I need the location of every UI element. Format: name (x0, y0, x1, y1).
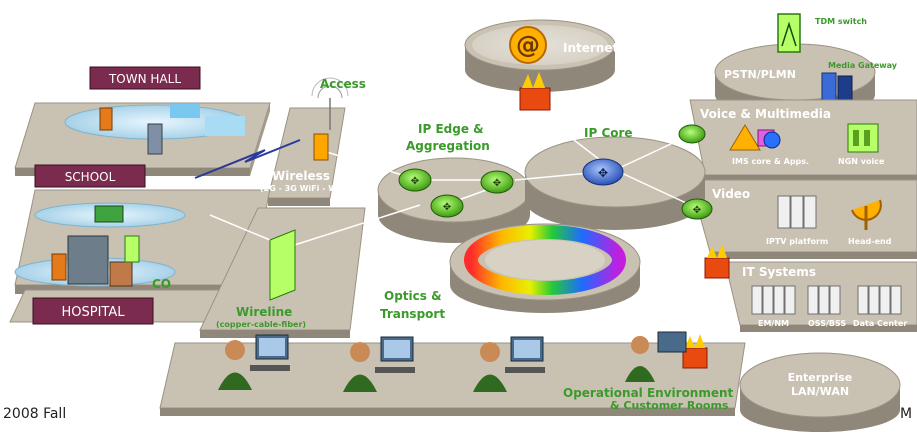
enterprise-label-1: Enterprise (788, 371, 853, 384)
wireline-sub-label: (copper-cable-fiber) (216, 320, 306, 329)
wireline-device-icon (269, 229, 296, 301)
hospital-tag: HOSPITAL (32, 297, 154, 325)
svg-text:✥: ✥ (443, 202, 451, 213)
server-icon (777, 195, 817, 229)
enterprise-label-2: LAN/WAN (791, 385, 849, 398)
ip-core-label: IP Core (584, 126, 633, 140)
data-center-label: Data Center (853, 319, 907, 328)
router-icon: ✥ (430, 194, 464, 218)
iptv-label: IPTV platform (766, 237, 828, 246)
optics-ring (449, 223, 641, 313)
router-icon: ✥ (398, 168, 432, 192)
ngn-voice-icon (847, 123, 879, 153)
head-end-label: Head-end (848, 237, 892, 246)
svg-text:✥: ✥ (693, 205, 701, 216)
data-center-server-icon (857, 285, 902, 315)
em-nm-label: EM/NM (758, 319, 789, 328)
workstation-icon (343, 336, 415, 392)
internet-label: Internet (563, 41, 618, 55)
wireless-sub-label: (2G - 3G WiFi - WiMax) (260, 184, 362, 193)
workstation-icon (473, 336, 545, 392)
office-equipment-icon (51, 104, 245, 287)
core-router-icon: ✥ (582, 158, 624, 186)
svg-text:@: @ (516, 31, 540, 59)
router-icon: ✥ (681, 198, 713, 220)
ngn-voice-label: NGN voice (838, 157, 885, 166)
pstn-label: PSTN/PLMN (724, 68, 796, 81)
school-label: SCHOOL (65, 170, 116, 184)
oss-bss-label: OSS/BSS (808, 319, 846, 328)
firewall-icon (519, 72, 551, 111)
ops-env-label-1: Operational Environment (563, 386, 734, 400)
access-label: Access (320, 77, 366, 91)
town-hall-label: TOWN HALL (108, 72, 181, 86)
video-label: Video (712, 187, 750, 201)
ip-core-cylinder (524, 136, 706, 230)
ims-label: IMS core & Apps. (732, 157, 809, 166)
footer-right: M (900, 406, 912, 422)
it-systems-label: IT Systems (742, 265, 816, 279)
co-label: CO (152, 277, 171, 291)
router-icon (678, 124, 706, 144)
optics-label-2: Transport (380, 307, 445, 321)
wireless-label: Wireless (272, 169, 330, 183)
radio-tower-icon (311, 77, 349, 161)
wireline-label: Wireline (236, 305, 292, 319)
svg-text:✥: ✥ (493, 178, 501, 189)
school-tag: SCHOOL (34, 164, 146, 188)
svg-text:✥: ✥ (411, 176, 419, 187)
tdm-switch-icon (777, 13, 801, 53)
ip-edge-label-2: Aggregation (406, 139, 490, 153)
footer-left: 2008 Fall (3, 406, 66, 422)
workstation-icon (218, 334, 290, 390)
oss-bss-server-icon (807, 285, 841, 315)
svg-text:✥: ✥ (598, 166, 608, 180)
em-nm-server-icon (751, 285, 796, 315)
hospital-label: HOSPITAL (61, 305, 125, 320)
voice-multimedia-label: Voice & Multimedia (700, 107, 831, 121)
wireless-link-icon (194, 139, 301, 179)
satellite-dish-icon (851, 199, 882, 230)
firewall-icon (704, 244, 730, 279)
gateway-icon (821, 72, 853, 107)
firewall-icon (682, 334, 708, 369)
workstation-icon (625, 331, 687, 382)
enterprise-cylinder (739, 352, 901, 432)
town-hall-tag: TOWN HALL (89, 66, 201, 90)
operations-platform (159, 342, 746, 416)
ip-edge-label-1: IP Edge & (418, 122, 484, 136)
ops-env-label-2: & Customer Rooms (610, 399, 729, 412)
tdm-switch-label: TDM switch (815, 17, 867, 26)
media-gateway-label: Media Gateway (828, 61, 898, 70)
optics-label-1: Optics & (384, 289, 442, 303)
router-icon: ✥ (480, 170, 514, 194)
at-sign-icon: @ (509, 26, 547, 64)
ims-icon (729, 124, 781, 151)
